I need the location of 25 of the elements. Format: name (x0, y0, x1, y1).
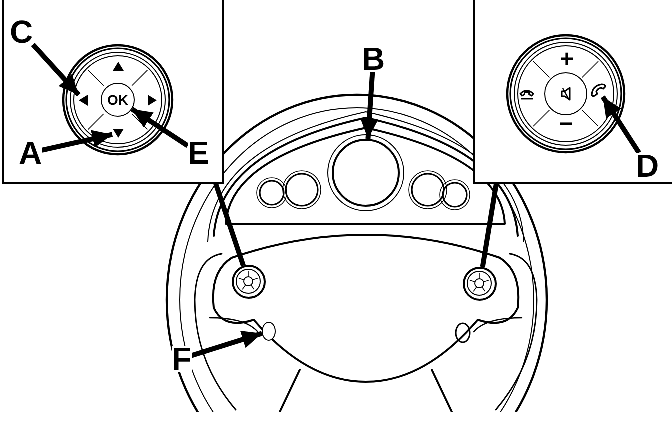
wheel-switch (232, 265, 266, 299)
arrow (600, 96, 642, 154)
leader-line (480, 184, 499, 268)
inset-panel (473, 0, 672, 184)
arrow (190, 331, 263, 358)
minus-sign: − (559, 115, 574, 135)
wheel-button (262, 322, 276, 341)
wheel-switch (463, 267, 497, 301)
callout-letter: A (19, 140, 42, 166)
leader-line (214, 183, 246, 267)
ok-button: OK (101, 83, 135, 117)
phone-icon (590, 83, 607, 97)
arrow (42, 130, 114, 153)
down-arrow-icon (112, 129, 124, 138)
plus-sign: + (560, 50, 574, 70)
callout-letter: D (636, 153, 660, 179)
arrow (31, 43, 81, 97)
callout-letter: B (362, 46, 386, 72)
arrow (130, 107, 190, 148)
inset-panel (2, 0, 224, 184)
callout-letter: F (172, 346, 192, 372)
callout-letter: E (188, 140, 210, 166)
round-dial (332, 139, 400, 207)
callout-letter: C (10, 19, 34, 45)
left-arrow-icon (79, 94, 88, 106)
